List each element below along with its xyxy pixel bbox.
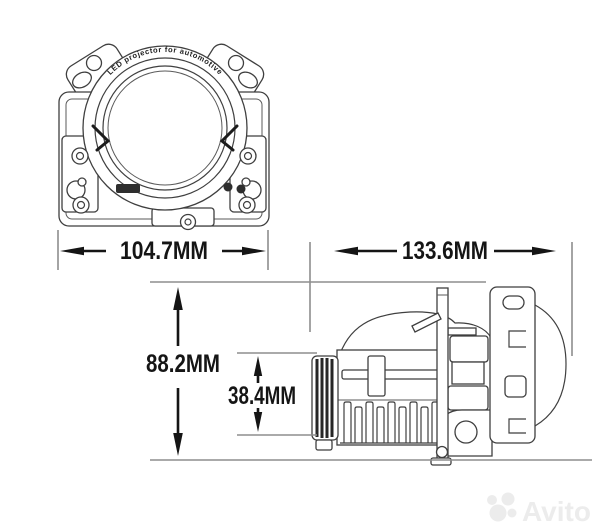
screws-right (238, 147, 257, 214)
dimension-label-side-length: 133.6MM (402, 237, 488, 265)
fastener-dot (236, 184, 246, 194)
arrow-up-icon (173, 287, 183, 310)
dimension-side-length: 133.6MM (334, 237, 556, 265)
lens-dome (534, 304, 567, 427)
dimension-body-height: 38.4MM (228, 356, 296, 432)
lens-edge (102, 65, 228, 191)
diagonal-tab (411, 312, 442, 333)
adjuster-pin (341, 369, 441, 380)
dimension-overall-height: 88.2MM (146, 287, 220, 456)
tab-slot (238, 71, 258, 89)
screws-left (71, 147, 90, 214)
tab-hole (85, 54, 103, 72)
dimension-label-front-width: 104.7MM (120, 237, 208, 265)
watermark: Avito (487, 492, 591, 527)
model-label-chip (116, 184, 140, 193)
side-housing-curve (337, 311, 492, 361)
bezel-ring-outer (82, 45, 248, 211)
dimension-label-overall-height: 88.2MM (146, 350, 220, 378)
fastener-dot (223, 182, 233, 192)
dimension-label-body-height: 38.4MM (228, 382, 296, 410)
plate-slot-upper (508, 330, 526, 348)
wire-clip-right (219, 124, 239, 152)
wire-clip-left (91, 124, 111, 152)
lens-inner-edge (107, 70, 223, 186)
arrow-up-icon (253, 356, 263, 376)
bottom-screw (179, 213, 197, 231)
heat-sink-rear (311, 355, 339, 451)
avito-logo-icon (487, 492, 517, 522)
plate-hole-square (504, 375, 527, 398)
plate-slot-top (502, 295, 525, 310)
plate-slot-lower (508, 418, 526, 434)
lens-mount-plate (489, 286, 536, 444)
dimension-front-width: 104.7MM (60, 237, 266, 265)
arrow-left-icon (334, 246, 358, 256)
side-view (311, 286, 567, 466)
watermark-text: Avito (522, 496, 591, 527)
front-view: LED projector for automotive (58, 43, 270, 231)
arrow-right-icon (532, 246, 556, 256)
connector-blocks (447, 327, 489, 411)
tab-slot (72, 71, 92, 89)
arrow-left-icon (60, 246, 84, 256)
cooling-fins (340, 401, 450, 444)
arrow-down-icon (173, 433, 183, 456)
extension-lines (57, 230, 592, 461)
arrow-right-icon (242, 246, 266, 256)
arrow-down-icon (253, 412, 263, 432)
pin-clip (367, 355, 386, 397)
tab-hole (227, 54, 245, 72)
